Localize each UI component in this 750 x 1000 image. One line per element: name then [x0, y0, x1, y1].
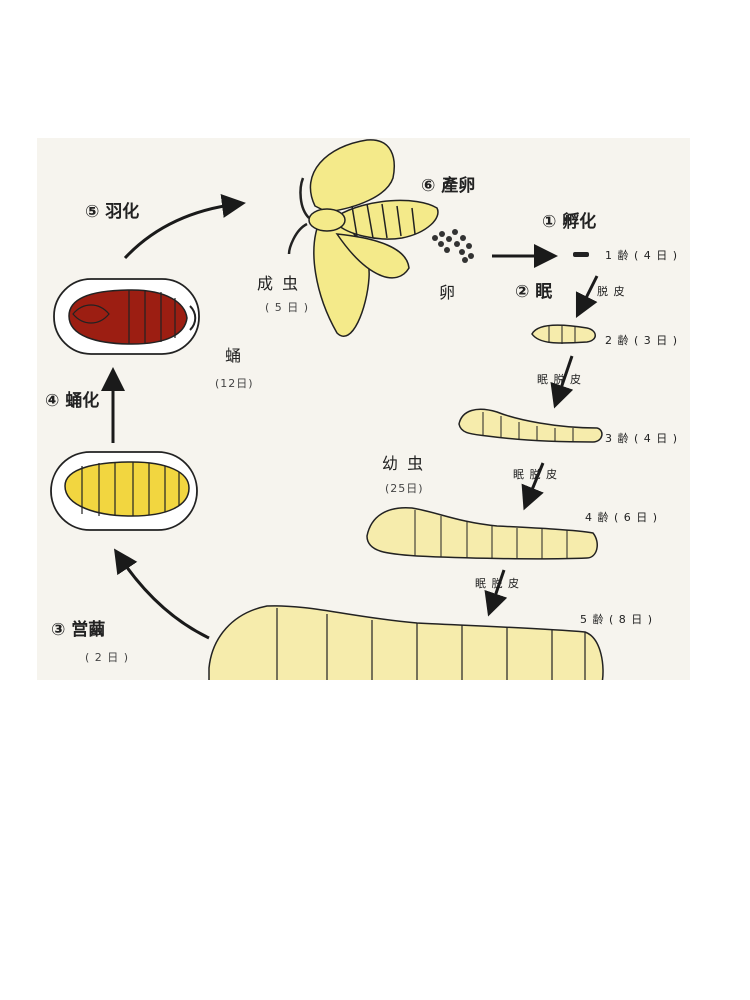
arrow-eclosion: [123, 194, 246, 260]
larva-instar-5: [208, 605, 604, 680]
step-hatching-label: ① 孵化: [542, 212, 597, 232]
cocoon-illustration: [50, 451, 198, 531]
instar-1-label: 1 齢 ( 4 日 ): [605, 249, 679, 262]
step-spinning-label: ③ 営繭: [51, 620, 106, 640]
moth-illustration: [287, 139, 439, 337]
molt-label-4: 眠 脱 皮: [475, 577, 520, 590]
larva-stage-label: 幼 虫: [382, 454, 426, 473]
step-sleep-label: ② 眠: [515, 282, 553, 302]
instar-4-label: 4 齢 ( 6 日 ): [585, 511, 659, 524]
pupa-in-cocoon: [53, 278, 200, 355]
molt-label-1: 脱 皮: [597, 285, 626, 298]
instar-5-label: 5 齢 ( 8 日 ): [580, 613, 654, 626]
egg-stage-label: 卵: [439, 283, 458, 302]
step-pupation-label: ④ 蛹化: [45, 391, 100, 411]
step-eclosion-label: ⑤ 羽化: [85, 202, 140, 222]
larva-duration: (25日): [385, 482, 424, 495]
larva-instar-4: [366, 507, 599, 560]
pupa-duration: (12日): [215, 377, 254, 390]
larva-instar-2: [531, 324, 596, 344]
arrow-spinning: [114, 548, 210, 640]
egg-cluster: [432, 229, 474, 263]
arrow-molt-1: [575, 275, 599, 319]
instar-2-label: 2 齢 ( 3 日 ): [605, 334, 679, 347]
diagram-drawing: [50, 139, 604, 680]
arrow-molt-3: [521, 462, 545, 511]
life-cycle-diagram: ⑤ 羽化 ⑥ 產卵 ① 孵化 ② 眠 ④ 蛹化 ③ 営繭 成 虫 ( 5 日 )…: [37, 138, 690, 680]
larva-instar-1: [573, 252, 589, 257]
adult-stage-label: 成 虫: [257, 274, 301, 293]
molt-label-2: 眠 脱 皮: [537, 373, 582, 386]
arrow-molt-2: [550, 355, 574, 409]
arrow-molt-4: [484, 569, 508, 617]
cocoon-duration: ( 2 日 ): [85, 651, 130, 664]
step-egg-laying-label: ⑥ 產卵: [421, 176, 476, 196]
larva-instar-3: [458, 408, 603, 443]
molt-label-3: 眠 脱 皮: [513, 468, 558, 481]
pupa-stage-label: 蛹: [225, 346, 244, 365]
adult-duration: ( 5 日 ): [265, 301, 310, 314]
instar-3-label: 3 齢 ( 4 日 ): [605, 432, 679, 445]
